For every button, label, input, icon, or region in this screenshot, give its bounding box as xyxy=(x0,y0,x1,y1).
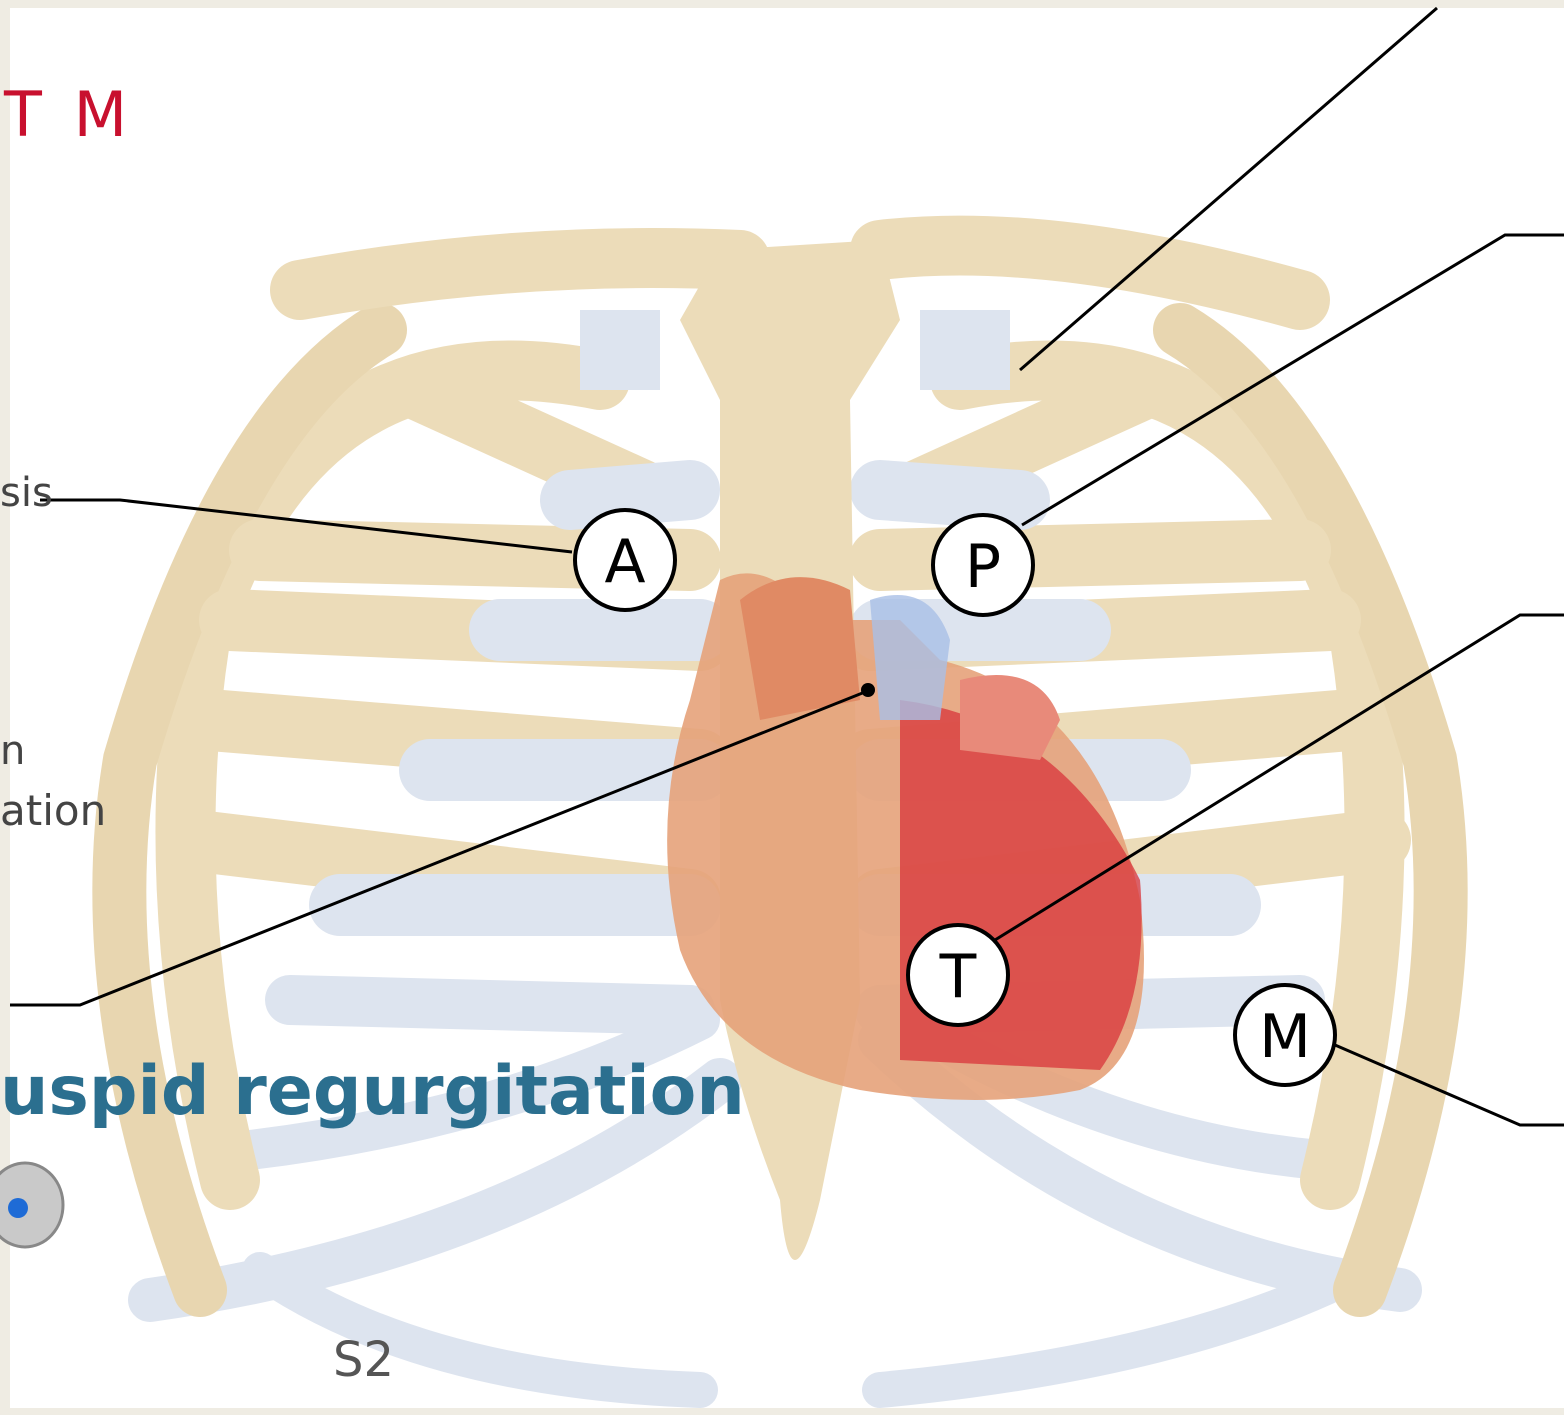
first-cartilage-left xyxy=(580,310,660,390)
label-sis: sis xyxy=(0,470,53,516)
first-cartilage-right xyxy=(920,310,1010,390)
marker-T: T xyxy=(908,925,1008,1025)
marker-A-letter: A xyxy=(604,527,645,597)
header-text: T M xyxy=(4,78,133,151)
label-s2: S2 xyxy=(333,1332,394,1388)
marker-P-letter: P xyxy=(965,532,1001,602)
marker-M-letter: M xyxy=(1259,1002,1311,1072)
marker-A: A xyxy=(575,510,675,610)
play-button[interactable] xyxy=(0,1163,63,1247)
label-n: n xyxy=(0,728,25,774)
title-text: uspid regurgitation xyxy=(0,1052,745,1131)
marker-P: P xyxy=(933,515,1033,615)
marker-M: M xyxy=(1235,985,1335,1085)
label-ation: ation xyxy=(0,786,106,835)
marker-T-letter: T xyxy=(939,942,977,1012)
valve-point xyxy=(861,683,875,697)
